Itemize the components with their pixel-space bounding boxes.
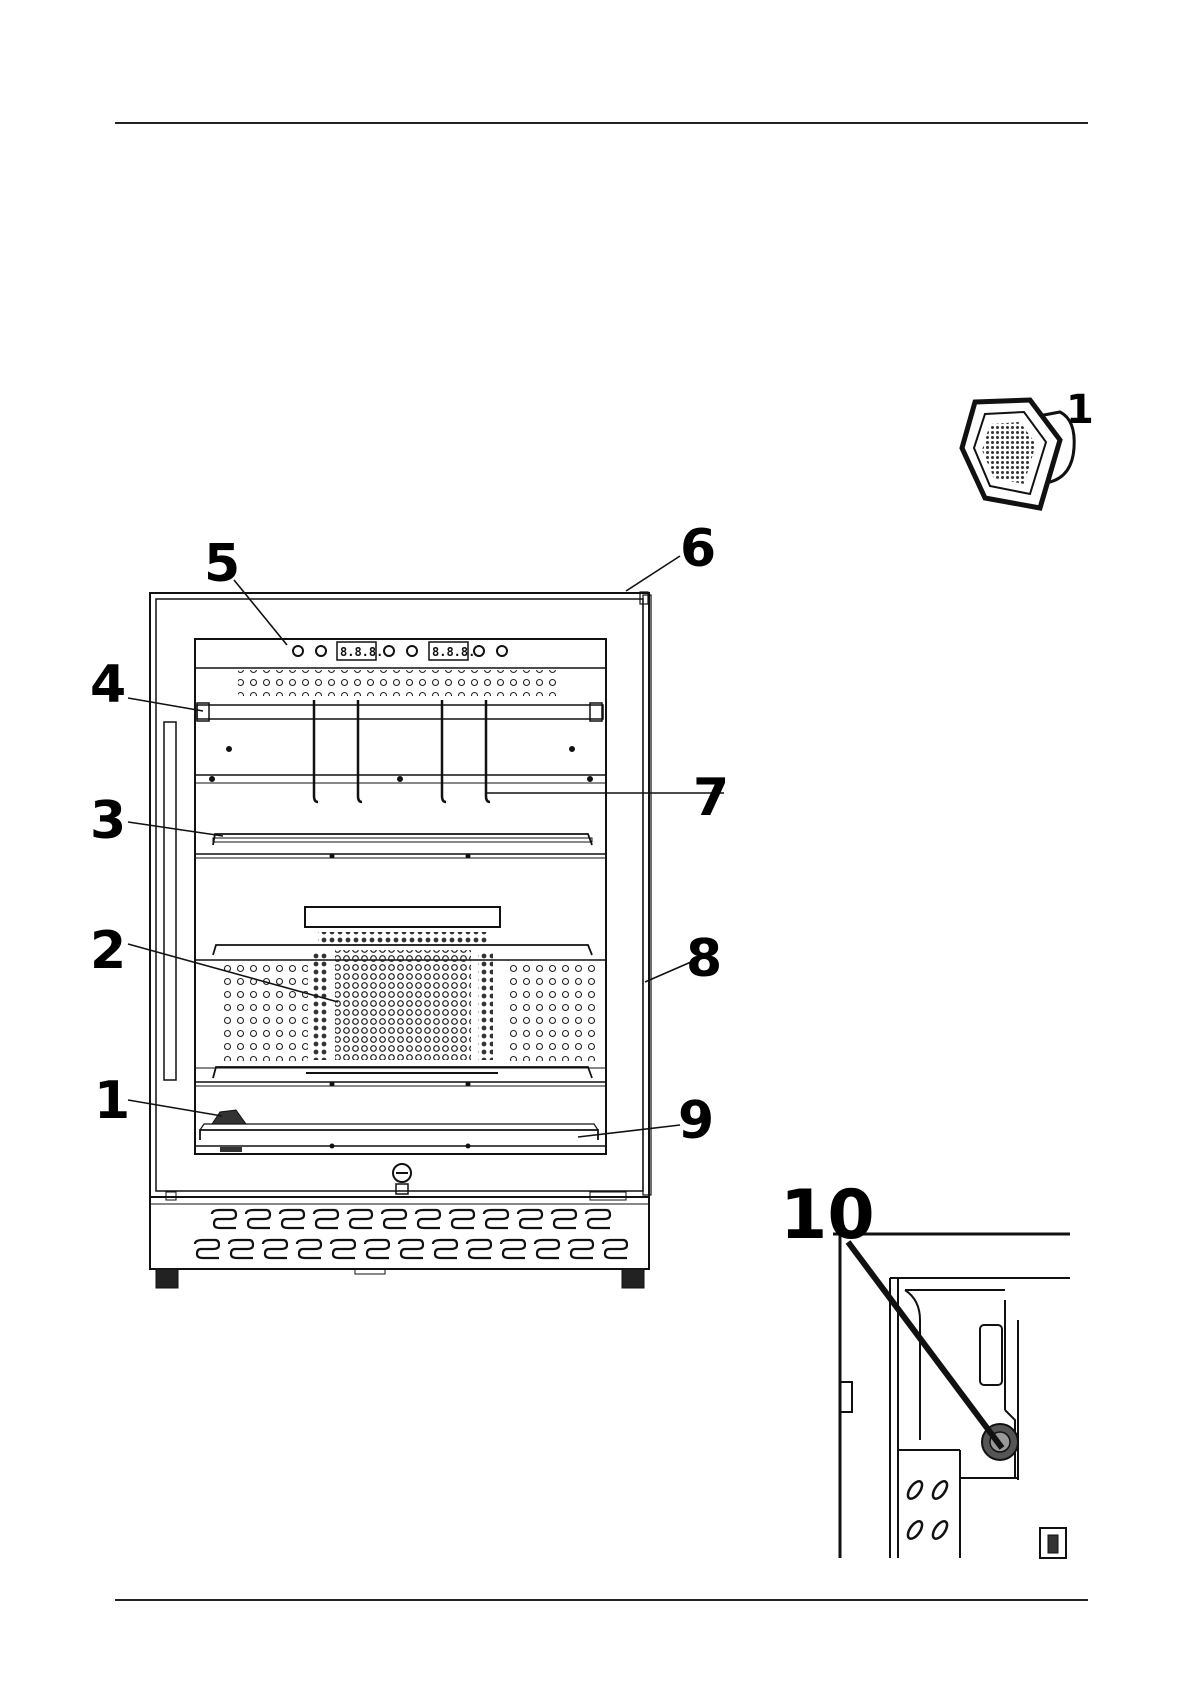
vent-slot xyxy=(552,1210,576,1228)
vent-slot xyxy=(399,1240,423,1258)
vent-slot xyxy=(569,1240,593,1258)
vent-slot xyxy=(484,1210,508,1228)
vent-slot xyxy=(365,1240,389,1258)
callout-8: 8 xyxy=(686,929,722,989)
callout-10: 10 xyxy=(780,1176,875,1255)
callout-7: 7 xyxy=(693,768,729,828)
callout-4: 4 xyxy=(90,655,126,715)
callout-9: 9 xyxy=(678,1091,714,1151)
vent-slot xyxy=(501,1240,525,1258)
callout-3: 3 xyxy=(90,791,126,851)
vent-slot xyxy=(467,1240,491,1258)
vent-slot xyxy=(603,1240,627,1258)
vent-slot xyxy=(314,1210,338,1228)
vent-slot xyxy=(229,1240,253,1258)
detail-inset-drain xyxy=(833,1234,1070,1558)
vent-slot xyxy=(212,1210,236,1228)
vent-slot xyxy=(450,1210,474,1228)
humidity-puck-icon xyxy=(962,400,1074,508)
vent-slot xyxy=(416,1210,440,1228)
vent-slot xyxy=(263,1240,287,1258)
display-right-text: 8.8.8. xyxy=(432,645,475,659)
vent-slot xyxy=(280,1210,304,1228)
vent-slot xyxy=(348,1210,372,1228)
meat-hooks xyxy=(314,700,490,802)
vent-slot xyxy=(535,1240,559,1258)
vent-slot xyxy=(246,1210,270,1228)
inset-callout-1: 1 xyxy=(1066,387,1094,433)
vent-slot xyxy=(586,1210,610,1228)
vent-slot xyxy=(382,1210,406,1228)
wine-cooler-drawing xyxy=(150,592,651,1288)
vent-slot xyxy=(433,1240,457,1258)
vent-slot xyxy=(331,1240,355,1258)
vent-slot xyxy=(518,1210,542,1228)
display-left-text: 8.8.8. xyxy=(340,645,383,659)
callout-6: 6 xyxy=(680,519,716,579)
vent-slot xyxy=(297,1240,321,1258)
callout-1: 1 xyxy=(94,1071,130,1131)
kickplate-vents xyxy=(195,1210,627,1258)
vent-slot xyxy=(195,1240,219,1258)
callout-2: 2 xyxy=(90,921,126,981)
callout-5: 5 xyxy=(204,534,240,594)
